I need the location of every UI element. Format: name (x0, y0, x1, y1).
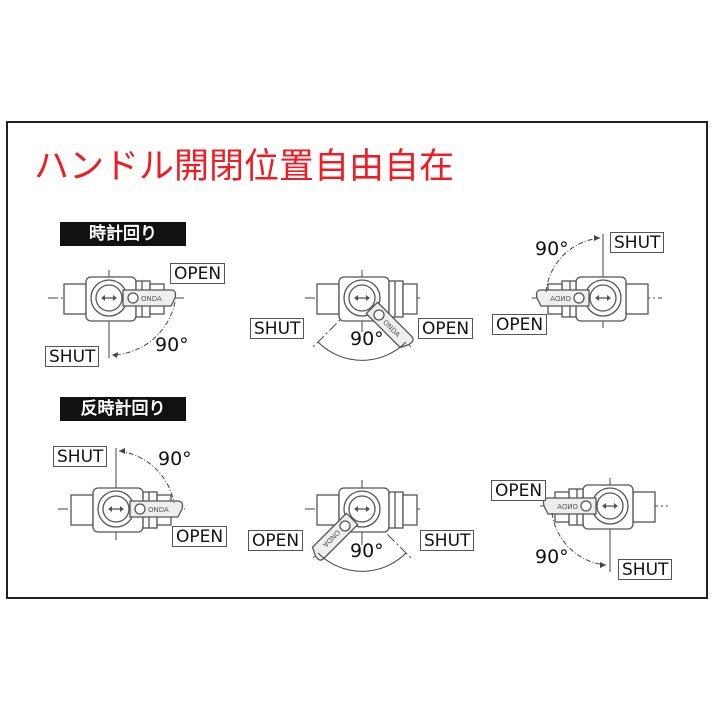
open-label: OPEN (170, 263, 226, 284)
valve-diagram-cw-2 (305, 270, 420, 361)
section-label-counterclockwise: 反時計回り (60, 397, 186, 421)
section-label-clockwise: 時計回り (60, 222, 186, 246)
angle-label: 90° (535, 546, 569, 568)
shut-label: SHUT (53, 446, 108, 467)
open-label: OPEN (172, 526, 228, 547)
angle-label: 90° (350, 328, 384, 350)
valve-diagram-ccw-2 (305, 480, 420, 572)
shut-label: SHUT (420, 530, 475, 551)
shut-label: SHUT (250, 318, 305, 339)
valve-diagram-ccw-3 (540, 478, 668, 572)
open-label: OPEN (491, 480, 547, 501)
angle-label: 90° (155, 334, 189, 356)
shut-label: SHUT (610, 232, 665, 253)
angle-label: 90° (158, 448, 192, 470)
shut-label: SHUT (618, 559, 673, 580)
shut-label: SHUT (45, 346, 100, 367)
page-title: ハンドル開閉位置自由自在 (34, 147, 455, 187)
valve-diagram-ccw-1 (58, 448, 185, 540)
angle-label: 90° (350, 540, 384, 562)
open-label: OPEN (418, 318, 474, 339)
open-label: OPEN (492, 314, 548, 335)
valve-diagram-cw-3 (532, 234, 662, 328)
valve-diagram-cw-1 (48, 270, 185, 358)
open-label: OPEN (248, 530, 304, 551)
angle-label: 90° (535, 238, 569, 260)
